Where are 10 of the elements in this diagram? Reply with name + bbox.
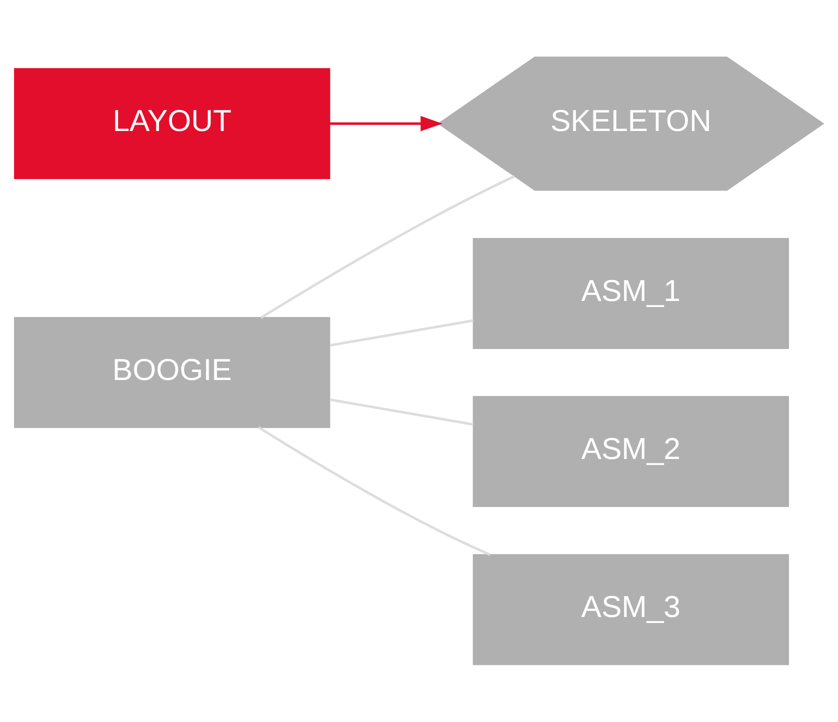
connector (330, 398, 474, 426)
node-box: BOOGIE (14, 317, 330, 428)
arrow (330, 116, 442, 132)
node-box: ASM_2 (472, 396, 789, 508)
node-box: ASM_3 (472, 554, 789, 666)
connector (258, 426, 491, 556)
connector (330, 319, 474, 347)
connector (260, 175, 516, 319)
node-box: LAYOUT (14, 68, 330, 180)
node-box: ASM_1 (472, 238, 789, 349)
